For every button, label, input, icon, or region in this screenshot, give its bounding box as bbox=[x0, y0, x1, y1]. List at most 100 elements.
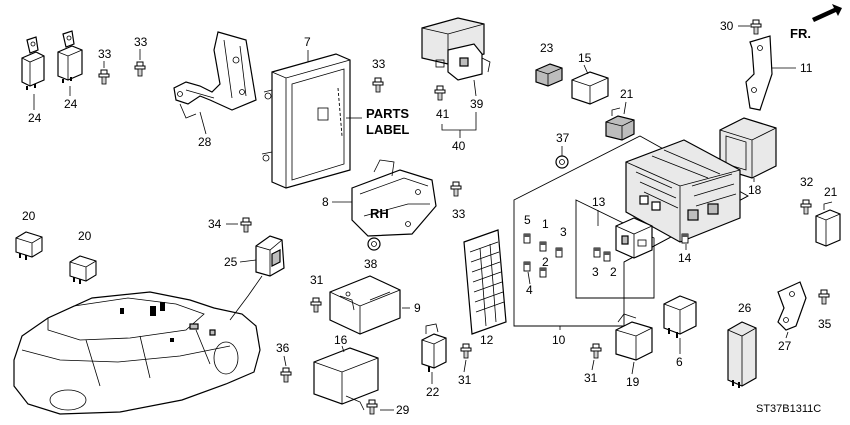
callout-6: 6 bbox=[676, 355, 683, 369]
relay-24-left bbox=[21, 36, 45, 90]
callout-26: 26 bbox=[738, 301, 752, 315]
nut-37 bbox=[555, 155, 569, 169]
diagram-code: ST37B1311C bbox=[756, 403, 821, 415]
callout-21: 21 bbox=[620, 87, 634, 101]
bolt-icon bbox=[372, 77, 384, 93]
relay-21 bbox=[605, 107, 635, 141]
fuse-box-10 bbox=[513, 135, 749, 327]
bracket-27 bbox=[777, 281, 807, 331]
callout-25: 25 bbox=[224, 255, 238, 269]
callout-21: 21 bbox=[824, 185, 838, 199]
bolt-icon bbox=[750, 19, 762, 35]
callout-33: 33 bbox=[98, 47, 112, 61]
callout-23: 23 bbox=[540, 41, 554, 55]
callout-16: 16 bbox=[334, 333, 348, 347]
fuse-icon bbox=[555, 247, 563, 258]
bolt-icon bbox=[280, 367, 292, 383]
callout-18: 18 bbox=[748, 183, 762, 197]
callout-24-right: 24 bbox=[64, 97, 78, 111]
callout-22: 22 bbox=[426, 385, 440, 399]
nut-38 bbox=[367, 237, 381, 251]
callout-28: 28 bbox=[198, 135, 212, 149]
bolt-icon bbox=[98, 69, 110, 85]
relay-19 bbox=[615, 313, 653, 361]
callout-33: 33 bbox=[452, 207, 466, 221]
callout-2: 2 bbox=[542, 255, 549, 269]
relay-icon bbox=[69, 255, 97, 285]
callout-3: 3 bbox=[560, 225, 567, 239]
callout-33: 33 bbox=[372, 57, 386, 71]
bolt-icon bbox=[800, 199, 812, 215]
callout-4: 4 bbox=[526, 283, 533, 297]
relay-icon bbox=[15, 231, 43, 261]
fuse-icon bbox=[593, 247, 601, 258]
rh-mark: RH bbox=[370, 206, 389, 221]
callout-14: 14 bbox=[678, 251, 692, 265]
callout-30: 30 bbox=[720, 19, 734, 33]
control-unit-25 bbox=[255, 235, 285, 277]
fuse-icon bbox=[523, 233, 531, 244]
fuse-icon bbox=[539, 267, 547, 278]
bracket-8 bbox=[351, 159, 437, 237]
relay-23 bbox=[535, 63, 563, 87]
relay-26 bbox=[727, 321, 757, 388]
callout-34: 34 bbox=[208, 217, 222, 231]
front-direction-arrow-icon bbox=[812, 4, 842, 22]
control-unit-9 bbox=[329, 275, 401, 335]
bolt-icon bbox=[460, 343, 472, 359]
callout-35: 35 bbox=[818, 317, 832, 331]
callout-3: 3 bbox=[592, 265, 599, 279]
parts-label-text: LABEL bbox=[366, 122, 409, 137]
callout-38: 38 bbox=[364, 257, 378, 271]
callout-32: 32 bbox=[800, 175, 814, 189]
callout-9: 9 bbox=[414, 301, 421, 315]
bolt-icon bbox=[434, 85, 446, 101]
bolt-icon bbox=[818, 289, 830, 305]
callout-31: 31 bbox=[458, 373, 472, 387]
callout-24-left: 24 bbox=[28, 111, 42, 125]
vehicle-outline bbox=[13, 291, 261, 415]
control-unit-39 bbox=[421, 17, 491, 81]
bolt-icon bbox=[240, 217, 252, 233]
front-direction-label: FR. bbox=[790, 26, 811, 41]
callout-7: 7 bbox=[304, 35, 311, 49]
bolt-icon bbox=[310, 297, 322, 313]
relay-6 bbox=[663, 295, 697, 338]
callout-19: 19 bbox=[626, 375, 640, 389]
callout-27: 27 bbox=[778, 339, 792, 353]
callout-11: 11 bbox=[800, 61, 813, 75]
bracket-28 bbox=[173, 31, 257, 119]
fuse-panel-12 bbox=[463, 229, 507, 335]
bracket-11 bbox=[745, 35, 773, 111]
callout-1: 1 bbox=[542, 217, 549, 231]
parts-label-text: PARTS bbox=[366, 106, 409, 121]
bolt-icon bbox=[590, 343, 602, 359]
callout-20: 20 bbox=[78, 229, 92, 243]
callout-40: 40 bbox=[452, 139, 466, 153]
callout-13: 13 bbox=[592, 195, 606, 209]
fuse-icon bbox=[523, 261, 531, 272]
bolt-icon bbox=[134, 61, 146, 77]
callout-10: 10 bbox=[552, 333, 566, 347]
callout-31: 31 bbox=[310, 273, 324, 287]
relay-22 bbox=[421, 323, 447, 372]
fuse-icon bbox=[603, 251, 611, 262]
callout-41: 41 bbox=[436, 107, 450, 121]
callout-8: 8 bbox=[322, 195, 329, 209]
callout-31: 31 bbox=[584, 371, 598, 385]
fuse-icon bbox=[681, 233, 689, 244]
callout-29: 29 bbox=[396, 403, 410, 417]
callout-39: 39 bbox=[470, 97, 484, 111]
callout-15: 15 bbox=[578, 51, 592, 65]
relay-box-13 bbox=[615, 217, 653, 259]
callout-2: 2 bbox=[610, 265, 617, 279]
relay-15 bbox=[571, 71, 609, 105]
callout-33: 33 bbox=[134, 35, 148, 49]
relay-21-right bbox=[815, 201, 841, 247]
control-unit-16 bbox=[313, 347, 379, 411]
bolt-icon bbox=[366, 399, 378, 415]
callout-37: 37 bbox=[556, 131, 570, 145]
fuse-icon bbox=[539, 241, 547, 252]
callout-12: 12 bbox=[480, 333, 494, 347]
callout-36: 36 bbox=[276, 341, 290, 355]
